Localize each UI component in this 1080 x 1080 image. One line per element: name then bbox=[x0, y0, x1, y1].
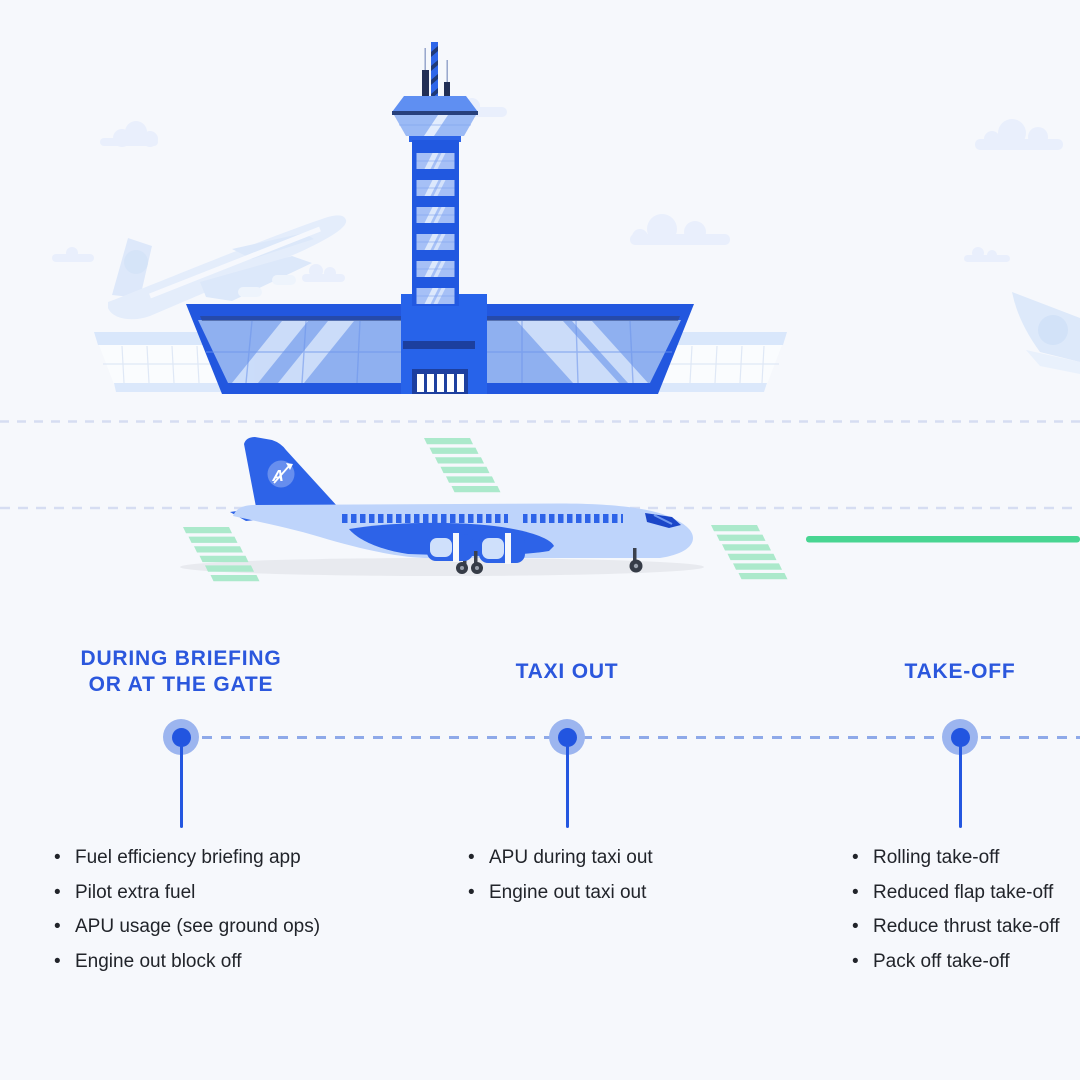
runway-line bbox=[806, 536, 1080, 543]
airplane-illustration: A bbox=[230, 437, 693, 574]
phase-title-line: TAXI OUT bbox=[515, 660, 619, 683]
control-tower-illustration bbox=[392, 42, 478, 306]
terminal-door bbox=[417, 374, 464, 392]
engine-icon bbox=[427, 533, 525, 564]
bullet-list-taxi-out: APU during taxi outEngine out taxi out bbox=[468, 841, 653, 910]
bullet-item: Fuel efficiency briefing app bbox=[54, 841, 320, 876]
bullet-item: Rolling take-off bbox=[852, 841, 1060, 876]
bullet-item: Reduced flap take-off bbox=[852, 876, 1060, 911]
airplane-shadow bbox=[180, 558, 704, 576]
terminal-building-illustration bbox=[94, 294, 787, 394]
bullet-item: Pack off take-off bbox=[852, 945, 1060, 980]
bullet-item: Engine out taxi out bbox=[468, 876, 653, 911]
phase-title-line: DURING BRIEFING bbox=[80, 647, 282, 670]
timeline-node-take-off bbox=[942, 719, 978, 755]
timeline-node-during-briefing bbox=[163, 719, 199, 755]
timeline-dashed-line bbox=[183, 736, 1080, 739]
bullet-item: Reduce thrust take-off bbox=[852, 910, 1060, 945]
bullet-list-during-briefing: Fuel efficiency briefing appPilot extra … bbox=[54, 841, 320, 979]
bullet-item: APU during taxi out bbox=[468, 841, 653, 876]
timeline-connector bbox=[565, 744, 569, 828]
tail-logo: A bbox=[267, 460, 295, 488]
timeline-connector bbox=[958, 744, 962, 828]
phase-title-taxi-out: TAXI OUT bbox=[407, 646, 727, 698]
background-airplane-icon bbox=[108, 215, 347, 320]
timeline-node-dot bbox=[171, 727, 191, 747]
phase-title-line: TAKE-OFF bbox=[904, 660, 1016, 683]
phase-title-line: OR AT THE GATE bbox=[88, 673, 274, 696]
airport-illustration: A bbox=[0, 42, 1080, 582]
bullet-item: APU usage (see ground ops) bbox=[54, 910, 320, 945]
tail-logo-letter: A bbox=[271, 468, 284, 485]
cloud-icon bbox=[52, 98, 1063, 282]
bullet-item: Pilot extra fuel bbox=[54, 876, 320, 911]
timeline-connector bbox=[179, 744, 183, 828]
background-tail-icon bbox=[1012, 292, 1080, 374]
timeline-node-dot bbox=[950, 727, 970, 747]
timeline-node-dot bbox=[557, 727, 577, 747]
phase-title-during-briefing: DURING BRIEFING OR AT THE GATE bbox=[21, 646, 341, 698]
phase-title-take-off: TAKE-OFF bbox=[800, 646, 1080, 698]
bullet-item: Engine out block off bbox=[54, 945, 320, 980]
bullet-list-take-off: Rolling take-offReduced flap take-offRed… bbox=[852, 841, 1060, 979]
